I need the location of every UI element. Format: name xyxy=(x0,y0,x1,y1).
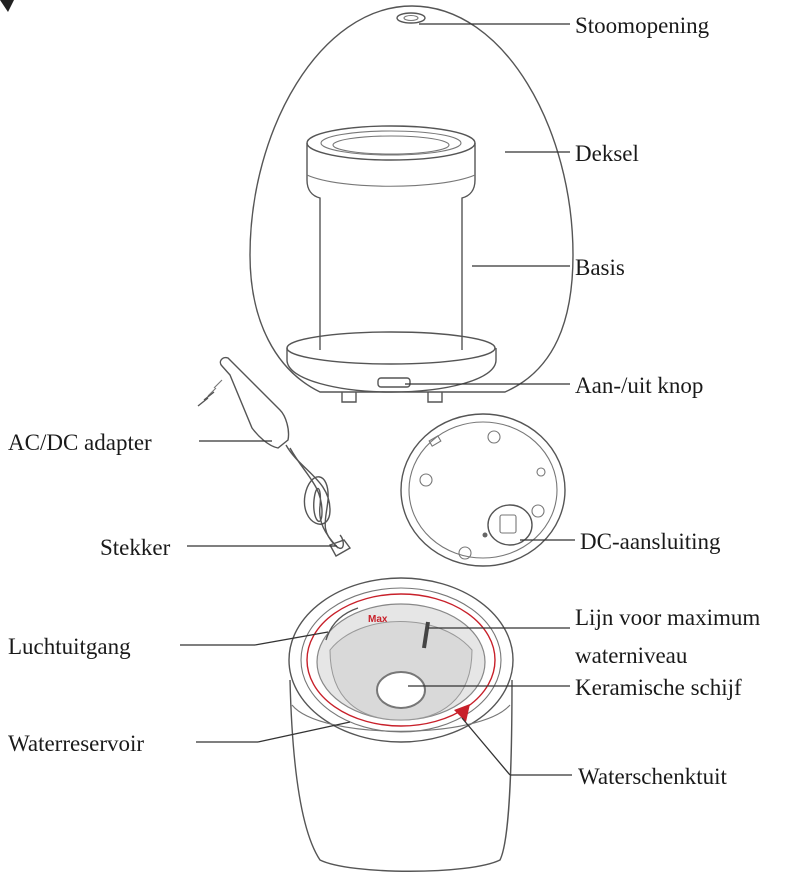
label-water-tank: Waterreservoir xyxy=(8,731,144,756)
label-cover: Deksel xyxy=(575,141,639,166)
label-max-line-1: Lijn voor maximum xyxy=(575,605,760,630)
label-steam-outlet: Stoomopening xyxy=(575,13,710,38)
label-base: Basis xyxy=(575,255,625,280)
label-max-line-2: waterniveau xyxy=(575,643,688,668)
humidifier-assembled xyxy=(249,5,574,403)
ceramic-disc-shape xyxy=(376,671,426,709)
leader-lines xyxy=(180,23,575,776)
base-tray xyxy=(286,348,497,393)
label-dc-socket: DC-aansluiting xyxy=(580,529,721,554)
label-air-outlet: Luchtuitgang xyxy=(8,634,131,659)
cover-shell xyxy=(249,5,574,393)
corner-mark xyxy=(0,0,14,12)
max-mark-label: Max xyxy=(368,614,388,625)
water-tank-base: Max xyxy=(288,577,514,872)
power-button-shape xyxy=(377,377,411,388)
label-plug: Stekker xyxy=(100,535,171,560)
adapter-drawing xyxy=(197,356,352,557)
label-power-button: Aan-/uit knop xyxy=(575,373,703,398)
plug-shape xyxy=(328,539,352,557)
water-reservoir-fill xyxy=(329,621,473,721)
pour-spout-shape xyxy=(454,704,470,722)
max-line-red xyxy=(306,593,496,727)
label-ceramic-disc: Keramische schijf xyxy=(575,675,742,700)
label-pour-spout: Waterschenktuit xyxy=(578,764,727,789)
dc-socket-shape xyxy=(487,504,533,546)
label-adapter: AC/DC adapter xyxy=(8,430,152,455)
base-bottom-view xyxy=(400,413,566,567)
steam-opening xyxy=(396,12,426,24)
